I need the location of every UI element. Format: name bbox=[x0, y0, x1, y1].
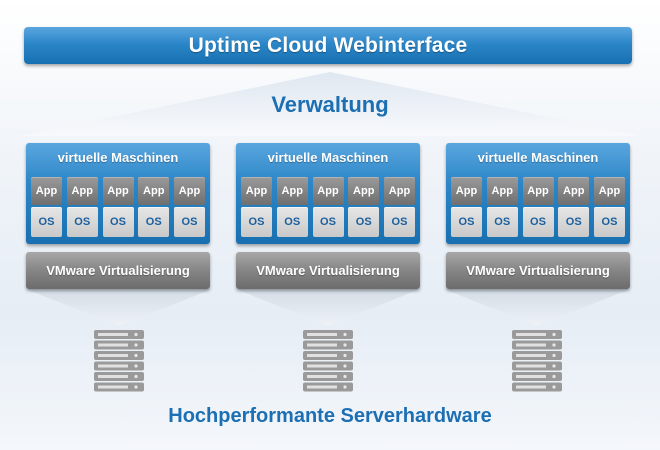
vmware-virtualization-panel: VMware Virtualisierung bbox=[26, 252, 210, 289]
vm-stack: App OS bbox=[241, 177, 272, 237]
app-block: App bbox=[276, 177, 308, 205]
banner-title: Uptime Cloud Webinterface bbox=[188, 33, 468, 57]
vm-stack: App OS bbox=[31, 177, 62, 237]
funnel-left bbox=[26, 289, 212, 326]
vm-stack-row: App OS App OS App OS App OS App OS bbox=[241, 177, 415, 237]
virtual-machines-title: virtuelle Maschinen bbox=[57, 150, 179, 165]
app-block: App bbox=[594, 177, 625, 205]
virtual-machines-panel: virtuelle Maschinen App OS App OS App OS… bbox=[446, 143, 630, 244]
vmware-virtualization-label: VMware Virtualisierung bbox=[46, 263, 190, 278]
app-block: App bbox=[174, 177, 205, 205]
server-units bbox=[512, 330, 562, 392]
hardware-label: Hochperformante Serverhardware bbox=[168, 405, 492, 427]
virtual-machines-panel: virtuelle Maschinen App OS App OS App OS… bbox=[236, 143, 420, 244]
os-block: OS bbox=[31, 207, 62, 237]
app-block: App bbox=[102, 177, 134, 205]
os-block: OS bbox=[276, 207, 308, 237]
os-block: OS bbox=[348, 207, 380, 237]
vm-stack: App OS bbox=[451, 177, 482, 237]
vm-group-2: virtuelle Maschinen App OS App OS App OS… bbox=[236, 143, 420, 289]
vmware-virtualization-panel: VMware Virtualisierung bbox=[236, 252, 420, 289]
vm-stack: App OS bbox=[102, 177, 134, 237]
app-block: App bbox=[522, 177, 554, 205]
vm-stack: App OS bbox=[174, 177, 205, 237]
server-rack-icon bbox=[94, 330, 144, 392]
vm-stack: App OS bbox=[66, 177, 98, 237]
app-block: App bbox=[241, 177, 272, 205]
app-block: App bbox=[558, 177, 590, 205]
funnel-center bbox=[236, 289, 420, 326]
os-block: OS bbox=[66, 207, 98, 237]
os-block: OS bbox=[384, 207, 415, 237]
app-block: App bbox=[451, 177, 482, 205]
vm-group-3: virtuelle Maschinen App OS App OS App OS… bbox=[446, 143, 630, 289]
vm-stack: App OS bbox=[384, 177, 415, 237]
vm-stack: App OS bbox=[594, 177, 625, 237]
server-units bbox=[94, 330, 144, 392]
vmware-virtualization-label: VMware Virtualisierung bbox=[256, 263, 400, 278]
app-block: App bbox=[312, 177, 344, 205]
virtual-machines-panel: virtuelle Maschinen App OS App OS App OS… bbox=[26, 143, 210, 244]
virtual-machines-title: virtuelle Maschinen bbox=[267, 150, 389, 165]
vm-stack: App OS bbox=[558, 177, 590, 237]
os-block: OS bbox=[486, 207, 518, 237]
vm-group-1: virtuelle Maschinen App OS App OS App OS… bbox=[26, 143, 210, 289]
os-block: OS bbox=[558, 207, 590, 237]
app-block: App bbox=[348, 177, 380, 205]
app-block: App bbox=[384, 177, 415, 205]
funnel-right bbox=[444, 289, 630, 326]
webinterface-banner: Uptime Cloud Webinterface bbox=[24, 27, 632, 64]
vm-stack: App OS bbox=[522, 177, 554, 237]
app-block: App bbox=[138, 177, 170, 205]
management-roof bbox=[20, 72, 640, 136]
vmware-virtualization-label: VMware Virtualisierung bbox=[466, 263, 610, 278]
app-block: App bbox=[66, 177, 98, 205]
vm-stack: App OS bbox=[486, 177, 518, 237]
os-block: OS bbox=[451, 207, 482, 237]
virtual-machines-title: virtuelle Maschinen bbox=[477, 150, 599, 165]
vm-stack: App OS bbox=[312, 177, 344, 237]
os-block: OS bbox=[138, 207, 170, 237]
server-rack-icon bbox=[303, 330, 353, 392]
os-block: OS bbox=[102, 207, 134, 237]
vm-stack: App OS bbox=[138, 177, 170, 237]
server-rack-icon bbox=[512, 330, 562, 392]
server-units bbox=[303, 330, 353, 392]
os-block: OS bbox=[522, 207, 554, 237]
os-block: OS bbox=[174, 207, 205, 237]
vm-stack-row: App OS App OS App OS App OS App OS bbox=[451, 177, 625, 237]
vm-stack: App OS bbox=[276, 177, 308, 237]
os-block: OS bbox=[312, 207, 344, 237]
vm-stack-row: App OS App OS App OS App OS App OS bbox=[31, 177, 205, 237]
app-block: App bbox=[486, 177, 518, 205]
os-block: OS bbox=[594, 207, 625, 237]
management-label: Verwaltung bbox=[271, 92, 389, 117]
vm-stack: App OS bbox=[348, 177, 380, 237]
os-block: OS bbox=[241, 207, 272, 237]
vmware-virtualization-panel: VMware Virtualisierung bbox=[446, 252, 630, 289]
app-block: App bbox=[31, 177, 62, 205]
